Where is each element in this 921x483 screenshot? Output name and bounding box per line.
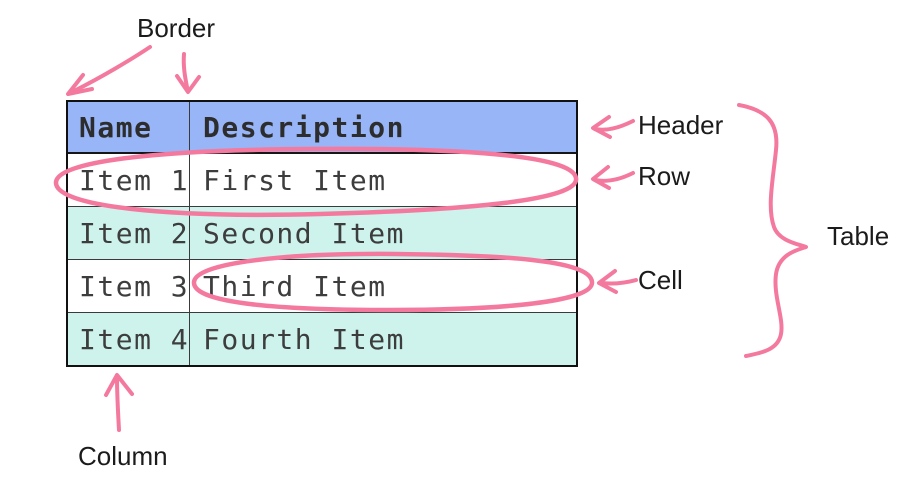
table-cell: First Item (203, 163, 387, 197)
table-cell: Item 1 (68, 154, 190, 206)
table-cell: Item 2 (68, 207, 190, 259)
border-label: Border (137, 13, 216, 43)
table-cell: Item 4 (68, 313, 190, 365)
table-brace-icon (737, 103, 808, 358)
cell-arrow-icon (597, 269, 638, 294)
table-row: Item 2 Second Item (68, 207, 576, 260)
row-arrow-icon (591, 165, 635, 190)
border-arrow-vertical-icon (175, 52, 201, 94)
table-cell: Fourth Item (203, 322, 405, 356)
table-label: Table (827, 221, 890, 251)
table-row: Item 3 Third Item (68, 260, 576, 313)
demo-table: Name Description Item 1 First Item Item … (66, 100, 578, 367)
table-cell: Second Item (203, 216, 405, 250)
column-arrow-icon (104, 373, 134, 432)
header-cell-description: Description (203, 110, 405, 144)
table-row: Item 4 Fourth Item (68, 313, 576, 365)
table-row: Item 1 First Item (68, 154, 576, 207)
header-label: Header (638, 110, 724, 140)
row-label: Row (638, 161, 691, 191)
header-arrow-icon (591, 115, 635, 139)
border-arrow-diagonal-icon (66, 45, 152, 96)
cell-label: Cell (638, 265, 683, 295)
table-header-row: Name Description (68, 102, 576, 154)
header-cell-name: Name (68, 102, 190, 152)
column-label: Column (78, 441, 168, 471)
table-cell: Item 3 (68, 260, 190, 312)
table-cell: Third Item (203, 269, 387, 303)
